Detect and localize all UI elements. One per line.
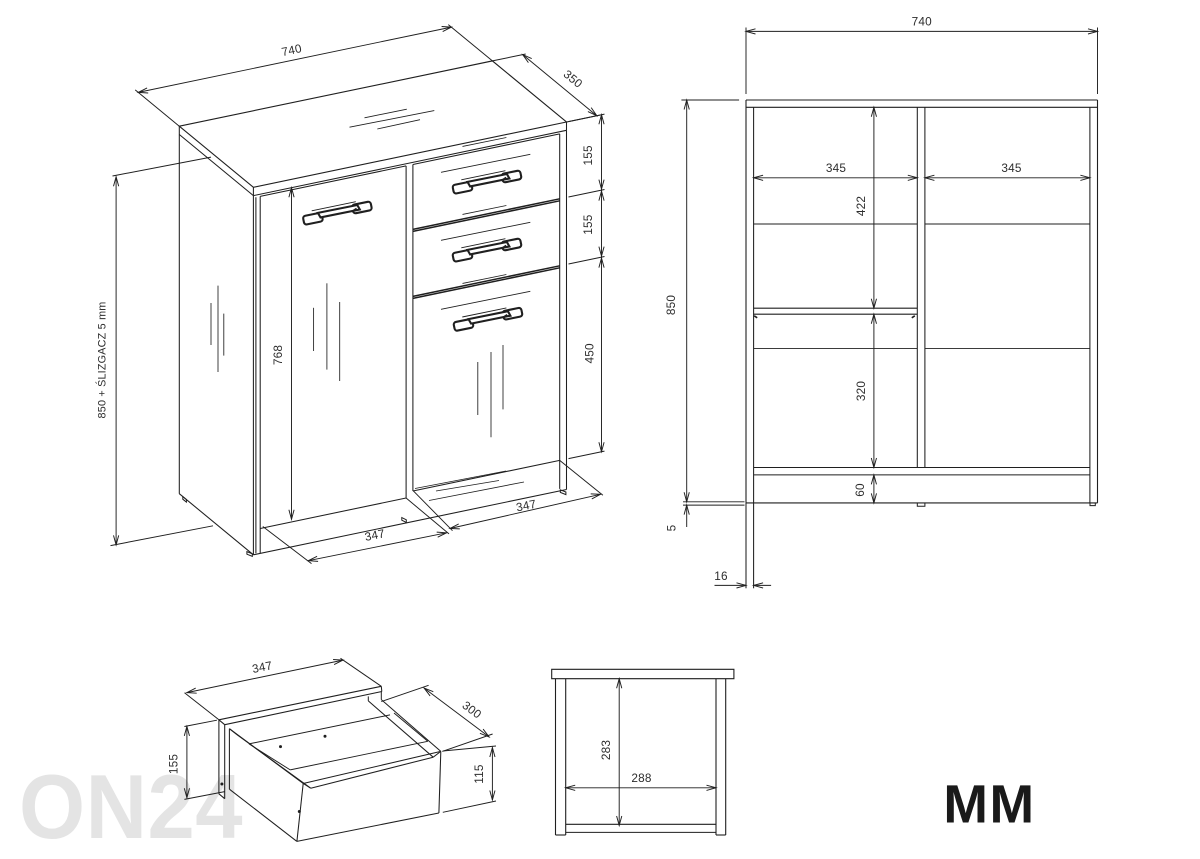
svg-text:60: 60: [853, 483, 867, 497]
svg-text:MM: MM: [943, 775, 1035, 834]
svg-text:850: 850: [664, 295, 678, 316]
svg-text:768: 768: [271, 345, 285, 366]
svg-text:ON24: ON24: [19, 757, 243, 858]
svg-text:450: 450: [583, 343, 597, 364]
svg-text:345: 345: [1001, 161, 1022, 175]
svg-text:347: 347: [515, 497, 538, 515]
svg-text:288: 288: [631, 771, 652, 785]
svg-text:347: 347: [363, 526, 386, 544]
svg-text:5: 5: [665, 524, 679, 531]
svg-text:155: 155: [581, 214, 595, 235]
svg-text:115: 115: [472, 764, 486, 784]
svg-text:740: 740: [912, 15, 933, 29]
svg-text:283: 283: [599, 740, 613, 761]
svg-text:345: 345: [826, 161, 847, 175]
svg-text:850 + ŚLIZGACZ 5 mm: 850 + ŚLIZGACZ 5 mm: [96, 302, 109, 419]
svg-text:155: 155: [581, 145, 595, 166]
svg-text:320: 320: [854, 381, 868, 402]
svg-text:155: 155: [167, 754, 181, 775]
svg-text:422: 422: [854, 196, 868, 216]
svg-text:740: 740: [280, 41, 303, 59]
svg-text:16: 16: [714, 569, 728, 583]
svg-text:347: 347: [251, 658, 274, 676]
